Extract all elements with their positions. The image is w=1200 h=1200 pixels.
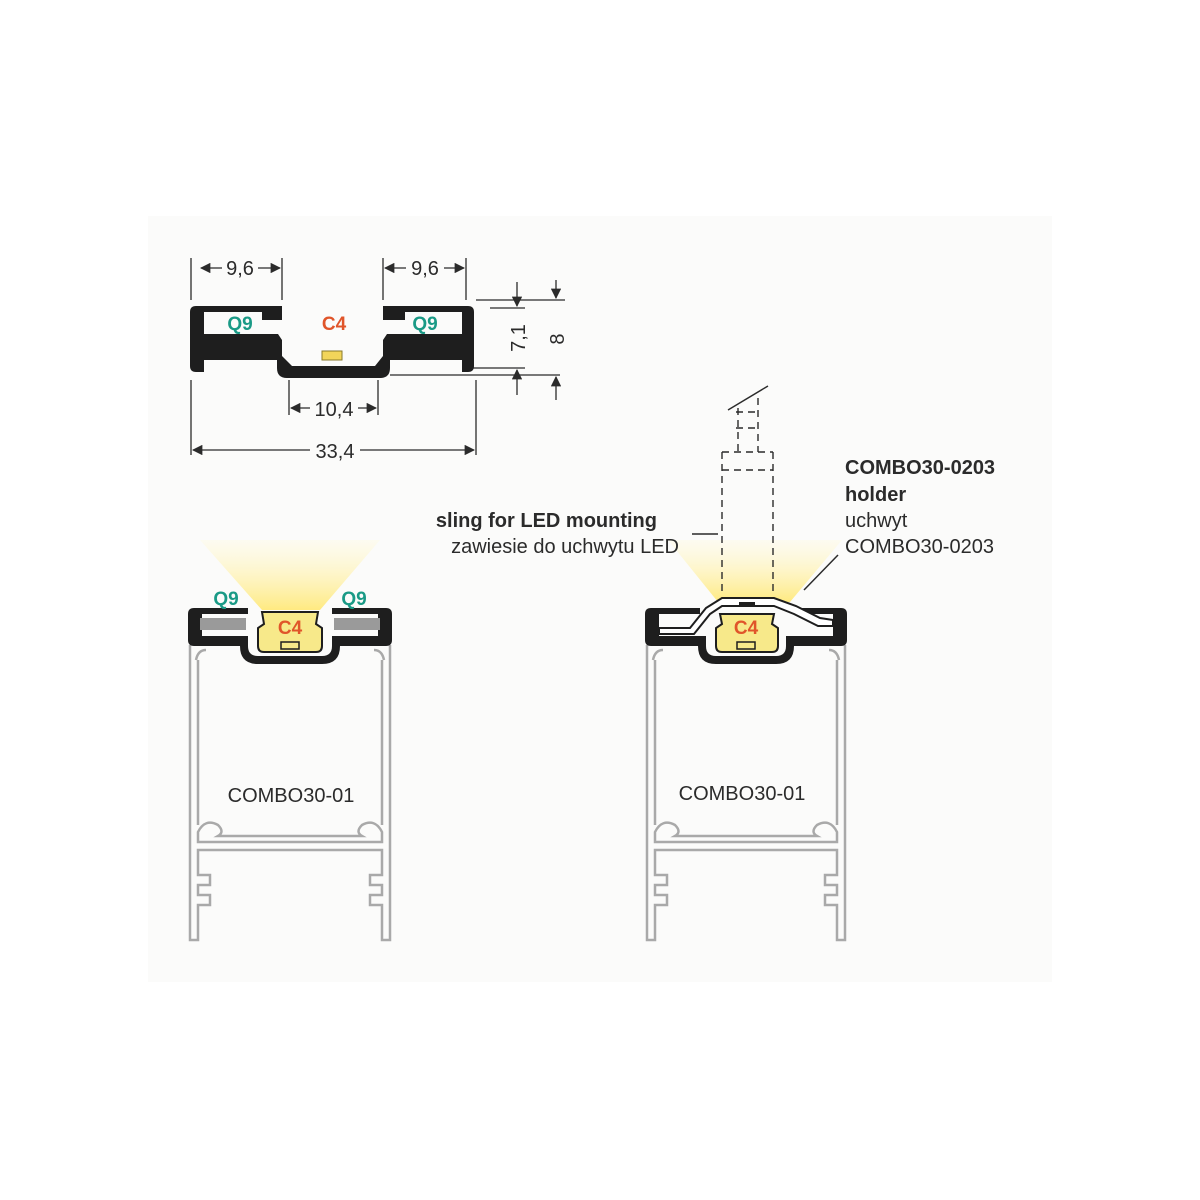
top-profile-drawing: 9,6 9,6 10,4 33,4 7,1 8 Q9 C4 Q9 (190, 258, 569, 463)
holder-title: COMBO30-0203 (845, 457, 995, 479)
dim-right-width: 9,6 (411, 258, 439, 280)
diffuser-right (334, 618, 380, 630)
holder-title-2: holder (845, 484, 906, 506)
sling-label-pl: zawiesie do uchwytu LED (451, 536, 679, 558)
light-beam (200, 540, 380, 610)
tag-c4-center: C4 (278, 618, 303, 639)
led-chip (736, 641, 756, 650)
c4-profile-section (190, 306, 474, 378)
tag-c4-center: C4 (734, 618, 759, 639)
dim-left-width: 9,6 (226, 258, 254, 280)
tag-q9-right: Q9 (341, 589, 366, 610)
dim-total-height: 8 (547, 333, 569, 344)
sling-clip (739, 602, 755, 607)
combo30-01-housing (645, 645, 847, 942)
c4-insert (715, 613, 779, 653)
sling-hanger (721, 385, 774, 595)
sling-label-en: sling for LED mounting (436, 510, 657, 532)
tag-q9-left: Q9 (213, 589, 238, 610)
housing-label: COMBO30-01 (228, 785, 355, 807)
right-assembly: C4 COMBO30-01 sling for LED mounting zaw… (436, 385, 995, 942)
dim-total-width: 33,4 (316, 441, 355, 463)
combo30-0203-holder (658, 597, 834, 635)
c4-insert (257, 611, 323, 653)
left-assembly: Q9 Q9 C4 COMBO30-01 (188, 540, 392, 942)
tag-q9-right: Q9 (412, 314, 437, 335)
light-beam (668, 540, 842, 602)
holder-label-pl-1: uchwyt (845, 510, 908, 532)
dim-channel-width: 10,4 (315, 399, 354, 421)
tag-c4-center: C4 (322, 314, 347, 335)
holder-label-pl-2: COMBO30-0203 (845, 536, 994, 558)
diffuser-left (200, 618, 246, 630)
led-chip (280, 641, 300, 650)
tag-q9-left: Q9 (227, 314, 252, 335)
holder-leader-line (803, 554, 839, 591)
dim-inner-height: 7,1 (508, 324, 530, 352)
housing-label: COMBO30-01 (679, 783, 806, 805)
led-chip (321, 350, 343, 361)
combo30-01-housing (188, 645, 392, 942)
